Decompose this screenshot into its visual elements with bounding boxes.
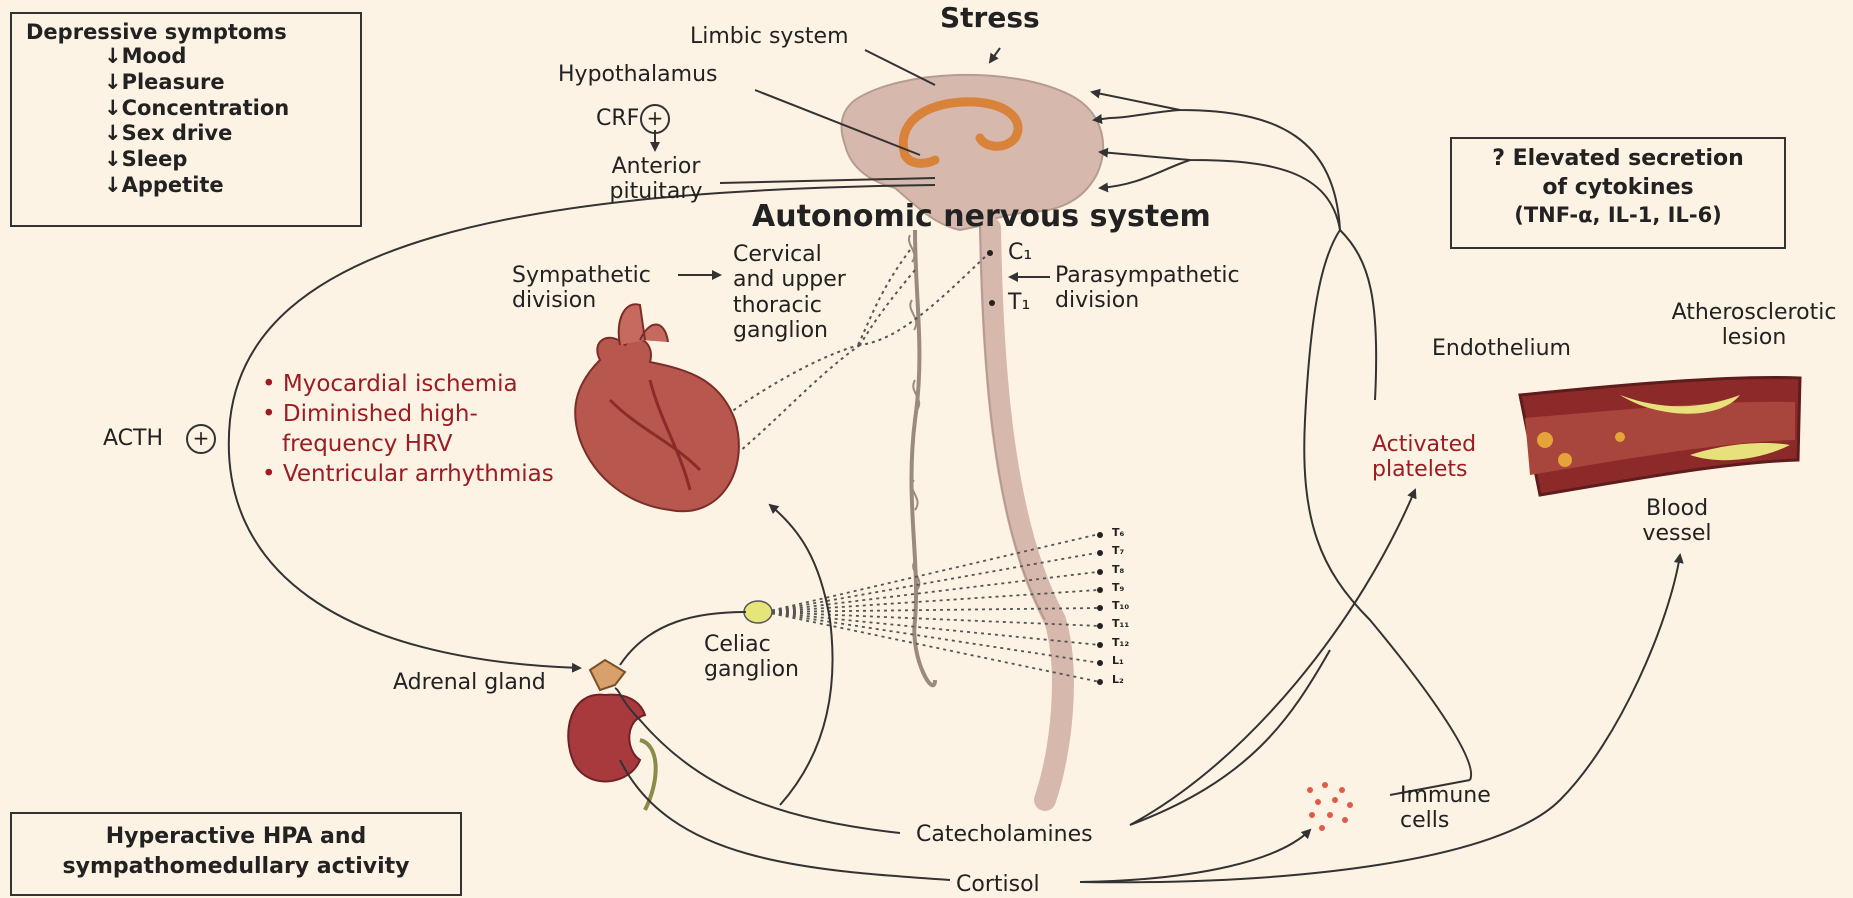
spinal-level-t9: T₉	[1112, 582, 1124, 595]
kidney-illustration	[568, 660, 655, 810]
crf-plus-icon: +	[640, 104, 670, 134]
immune-cells-label: Immune cells	[1400, 783, 1491, 834]
spinal-level-t7: T₇	[1112, 545, 1124, 558]
endothelium-label: Endothelium	[1432, 336, 1571, 361]
symptom-pleasure: ↓Pleasure	[104, 70, 346, 96]
anterior-pituitary-label: Anterior pituitary	[592, 154, 720, 205]
blood-vessel-illustration	[1520, 377, 1800, 495]
acth-label: ACTH	[103, 426, 163, 451]
hypothalamus-label: Hypothalamus	[558, 62, 717, 87]
activated-platelets-label: Activated platelets	[1372, 432, 1476, 483]
blood-vessel-label: Blood vessel	[1632, 496, 1722, 547]
atherosclerotic-lesion-label: Atherosclerotic lesion	[1655, 300, 1853, 351]
spinal-level-t6: T₆	[1112, 527, 1124, 540]
crf-label: CRF	[596, 106, 639, 131]
spinal-level-l2: L₂	[1112, 674, 1124, 687]
spinal-level-l1: L₁	[1112, 655, 1124, 668]
t1-label: T₁	[1008, 290, 1030, 315]
adrenal-gland-label: Adrenal gland	[393, 670, 546, 695]
cortisol-label: Cortisol	[956, 872, 1040, 897]
spinal-level-t8: T₈	[1112, 564, 1124, 577]
acth-plus-icon: +	[186, 424, 216, 454]
cervical-ganglion-label: Cervical and upper thoracic ganglion	[733, 242, 846, 343]
limbic-system-label: Limbic system	[690, 24, 849, 49]
c1-label: C₁	[1008, 240, 1032, 265]
spinal-level-t11: T₁₁	[1112, 618, 1129, 631]
celiac-ganglion-label: Celiac ganglion	[704, 632, 799, 683]
heart-illustration	[575, 304, 739, 511]
symptom-appetite: ↓Appetite	[104, 173, 346, 199]
depressive-symptoms-box: Depressive symptoms ↓Mood ↓Pleasure ↓Con…	[10, 12, 362, 227]
sympathetic-division-label: Sympathetic division	[512, 263, 651, 314]
symptom-sleep: ↓Sleep	[104, 147, 346, 173]
parasympathetic-division-label: Parasympathetic division	[1055, 263, 1240, 314]
spinal-level-t12: T₁₂	[1112, 637, 1129, 650]
hyperactive-hpa-box: Hyperactive HPA and sympathomedullary ac…	[10, 812, 462, 896]
spinal-level-t10: T₁₀	[1112, 600, 1129, 613]
immune-cells-shape	[1307, 782, 1353, 831]
sympathetic-chain	[911, 230, 935, 685]
depressive-symptoms-title: Depressive symptoms	[26, 20, 346, 44]
catecholamines-label: Catecholamines	[916, 822, 1093, 847]
cytokine-box: ? Elevated secretion of cytokines (TNF-α…	[1450, 137, 1786, 249]
symptom-mood: ↓Mood	[104, 44, 346, 70]
cardiac-effects-list: • Myocardial ischemia • Diminished high-…	[262, 370, 554, 490]
stress-label: Stress	[940, 2, 1040, 34]
symptom-concentration: ↓Concentration	[104, 96, 346, 122]
symptom-sex-drive: ↓Sex drive	[104, 121, 346, 147]
celiac-ganglion-shape	[744, 601, 772, 623]
autonomic-nervous-system-title: Autonomic nervous system	[752, 200, 1211, 235]
